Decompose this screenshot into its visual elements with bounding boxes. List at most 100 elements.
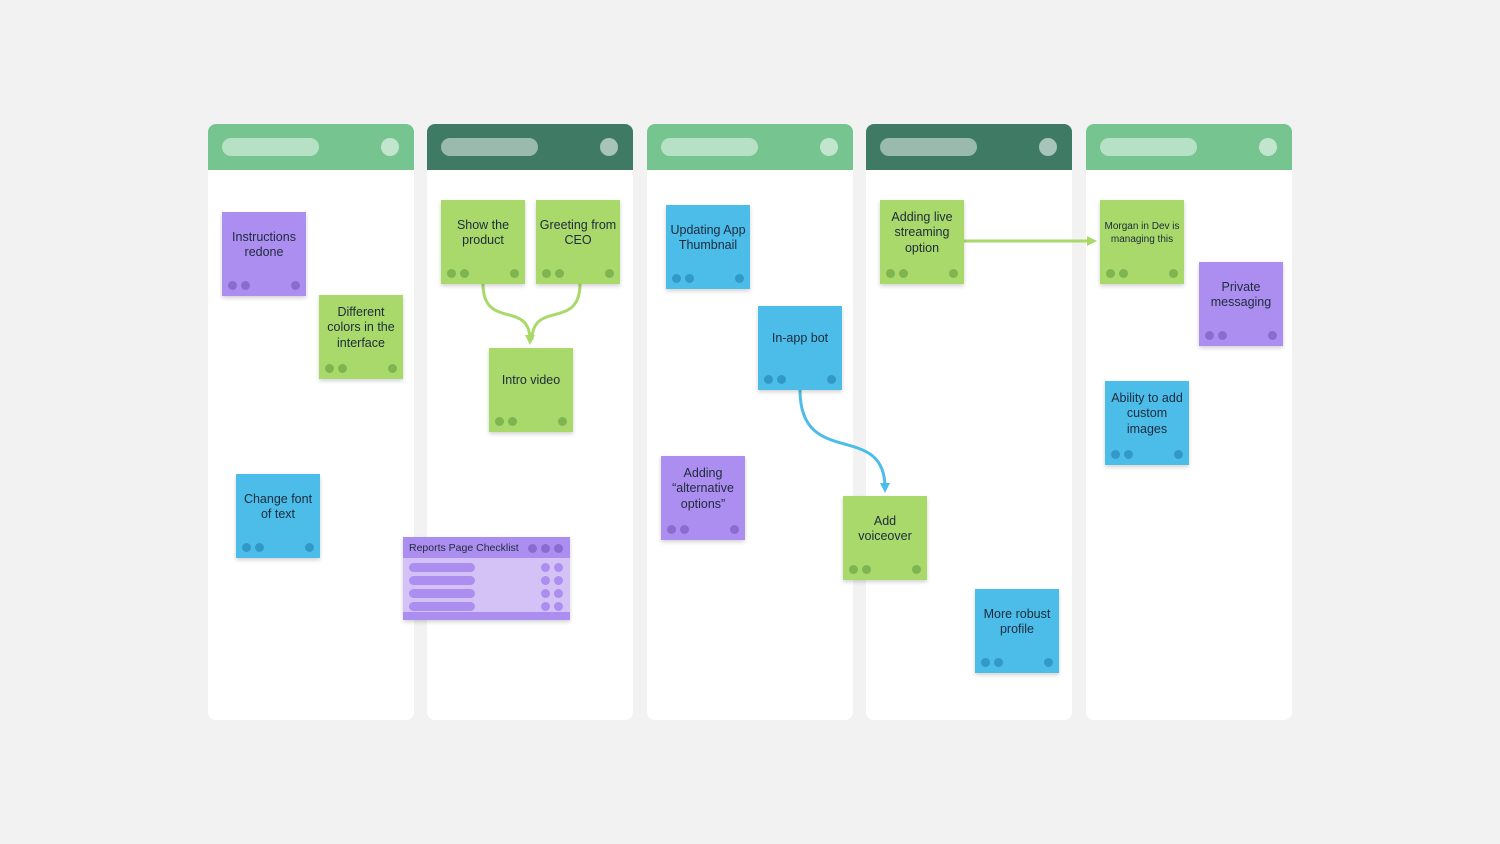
column-menu-dot[interactable] [381,138,399,156]
sticky-note[interactable]: Instructions redone [222,212,306,296]
note-text: Adding “alternative options” [672,465,734,511]
checklist-item[interactable] [409,589,565,598]
sticky-note[interactable]: Adding live streaming option [880,200,964,284]
note-dot [672,274,681,283]
checklist-item-dot [541,576,550,585]
note-dot [1044,658,1053,667]
sticky-note[interactable]: Updating App Thumbnail [666,205,750,289]
note-dot [764,375,773,384]
note-dot [1169,269,1178,278]
note-dot [605,269,614,278]
column-menu-dot[interactable] [820,138,838,156]
column-header[interactable] [1086,124,1292,170]
note-text: Different colors in the interface [327,304,395,350]
column-header[interactable] [427,124,633,170]
sticky-note[interactable]: Show the product [441,200,525,284]
sticky-note[interactable]: Change font of text [236,474,320,558]
checklist-item-dot [541,589,550,598]
note-text: Greeting from CEO [539,217,617,248]
note-dot [1205,331,1214,340]
column-title-placeholder [1100,138,1197,156]
note-text: Intro video [501,373,561,388]
note-text: Morgan in Dev is managing this [1104,221,1180,245]
note-text: Ability to add custom images [1111,390,1183,436]
checklist-item[interactable] [409,563,565,572]
note-dot [1124,450,1133,459]
note-dot [949,269,958,278]
column-header[interactable] [866,124,1072,170]
checklist-header-dot [541,544,550,553]
checklist-item[interactable] [409,576,565,585]
note-dot [555,269,564,278]
note-dot [994,658,1003,667]
checklist-item[interactable] [409,602,565,611]
note-dot [685,274,694,283]
checklist-item-dot [554,602,563,611]
sticky-note[interactable]: Different colors in the interface [319,295,403,379]
checklist-item-dot [541,563,550,572]
note-dot [241,281,250,290]
column-menu-dot[interactable] [1039,138,1057,156]
sticky-note[interactable]: Greeting from CEO [536,200,620,284]
checklist-item-bar [409,602,475,611]
note-text: More robust profile [983,606,1051,637]
column-header[interactable] [208,124,414,170]
note-dot [255,543,264,552]
note-text: In-app bot [771,331,829,346]
note-dot [735,274,744,283]
column-title-placeholder [222,138,319,156]
note-text: Adding live streaming option [891,209,953,255]
note-dot [510,269,519,278]
column-menu-dot[interactable] [1259,138,1277,156]
note-text: Instructions redone [232,229,296,260]
sticky-note[interactable]: Adding “alternative options” [661,456,745,540]
note-dot [460,269,469,278]
note-text: Private messaging [1210,279,1272,310]
checklist-title: Reports Page Checklist [409,542,519,554]
note-dot [667,525,676,534]
note-dot [508,417,517,426]
note-dot [228,281,237,290]
sticky-note[interactable]: Intro video [489,348,573,432]
column-title-placeholder [441,138,538,156]
checklist-item-bar [409,589,475,598]
note-dot [912,565,921,574]
note-dot [338,364,347,373]
sticky-note[interactable]: Add voiceover [843,496,927,580]
column-menu-dot[interactable] [600,138,618,156]
note-text: Change font of text [243,491,313,522]
checklist-header: Reports Page Checklist [403,537,570,558]
checklist-item-bar [409,576,475,585]
checklist-card[interactable]: Reports Page Checklist [403,537,570,620]
checklist-item-dot [554,563,563,572]
sticky-note[interactable]: Private messaging [1199,262,1283,346]
note-dot [899,269,908,278]
note-dot [242,543,251,552]
note-dot [680,525,689,534]
note-dot [1119,269,1128,278]
checklist-header-dot [554,544,563,553]
sticky-note[interactable]: Morgan in Dev is managing this [1100,200,1184,284]
note-dot [777,375,786,384]
sticky-note[interactable]: Ability to add custom images [1105,381,1189,465]
note-text: Add voiceover [858,513,912,544]
note-dot [1174,450,1183,459]
note-dot [305,543,314,552]
note-dot [730,525,739,534]
note-text: Show the product [456,217,510,248]
sticky-note[interactable]: In-app bot [758,306,842,390]
column-title-placeholder [661,138,758,156]
checklist-item-dot [554,589,563,598]
note-dot [447,269,456,278]
sticky-note[interactable]: More robust profile [975,589,1059,673]
note-dot [849,565,858,574]
checklist-item-bar [409,563,475,572]
note-dot [827,375,836,384]
note-dot [886,269,895,278]
column-header[interactable] [647,124,853,170]
note-dot [495,417,504,426]
column-title-placeholder [880,138,977,156]
checklist-header-dot [528,544,537,553]
checklist-item-dot [541,602,550,611]
